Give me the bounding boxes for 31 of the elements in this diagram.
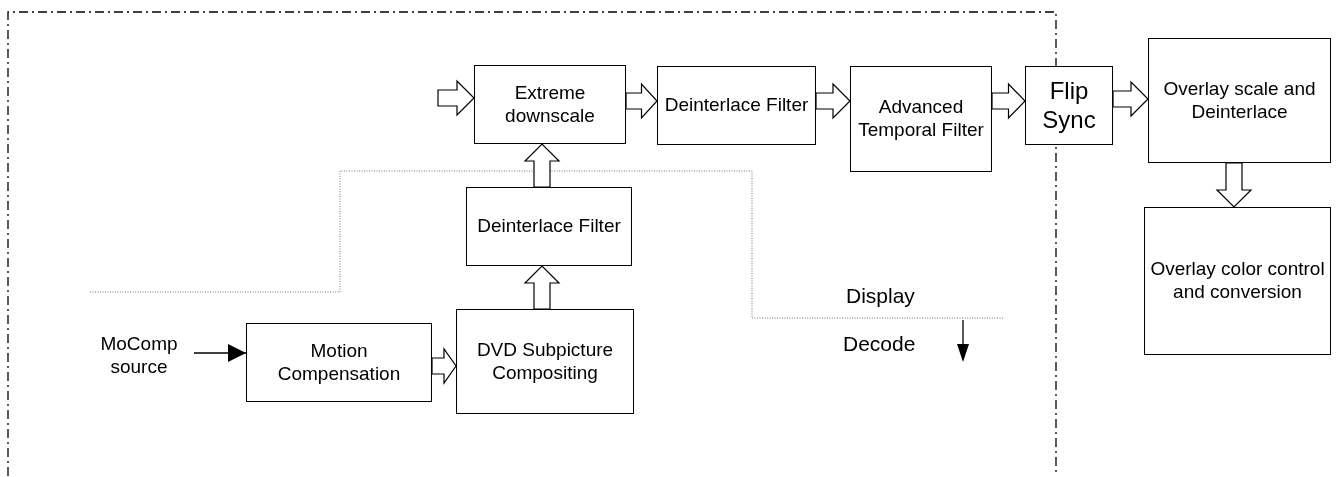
box-label: DVD Subpicture Compositing (475, 338, 615, 385)
process-box (1144, 207, 1331, 355)
block-arrow (815, 82, 851, 120)
process-box (474, 65, 626, 144)
box-label: Overlay scale and Deinterlace (1162, 77, 1317, 124)
block-arrow (991, 82, 1026, 120)
block-arrow (1112, 80, 1149, 118)
process-box (657, 66, 816, 145)
process-box (466, 187, 632, 266)
process-box (850, 66, 992, 172)
box-label: Deinterlace Filter (663, 94, 810, 117)
box-label: Deinterlace Filter (476, 215, 622, 238)
block-arrow (431, 347, 457, 385)
process-box (456, 309, 634, 414)
block-arrow (523, 143, 561, 188)
arrow (193, 344, 247, 362)
block-arrow (625, 82, 658, 120)
region-label: Decode (843, 332, 916, 356)
box-label: Overlay color control and conversion (1149, 258, 1326, 304)
region-label: Display (846, 284, 915, 308)
box-label: Flip Sync (1041, 76, 1097, 135)
box-label: Extreme downscale (504, 81, 596, 128)
process-box (246, 323, 432, 402)
process-box (1148, 38, 1331, 163)
box-label: Advanced Temporal Filter (857, 96, 985, 142)
block-arrow (1215, 162, 1253, 208)
block-arrow (437, 79, 475, 117)
process-box (1025, 66, 1113, 145)
source-label: MoComp source (84, 326, 194, 386)
box-label: Motion Compensation (276, 339, 402, 386)
block-arrow (523, 265, 561, 310)
